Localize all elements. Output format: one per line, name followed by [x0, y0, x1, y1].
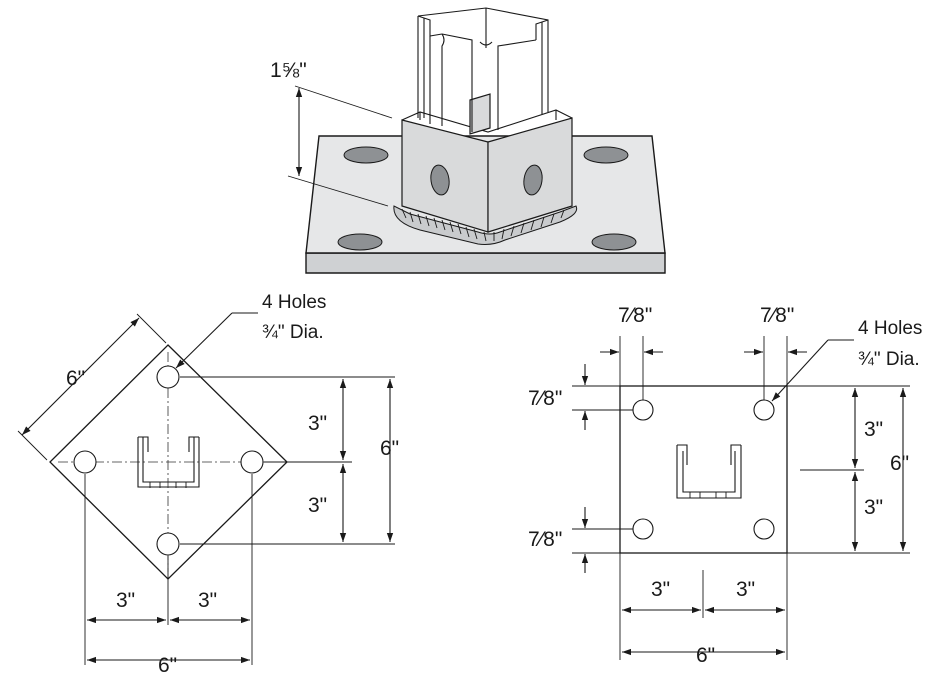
plate-hole — [343, 146, 389, 164]
post-hole — [523, 164, 543, 196]
bottom-right-dim-label: 3" — [736, 578, 755, 601]
left-bottom-edge-dim-label: 7⁄8" — [528, 528, 562, 551]
holes-callout-line1: 4 Holes — [858, 318, 922, 339]
extension-line — [287, 175, 389, 207]
plate-hole — [337, 233, 383, 251]
mounting-hole — [156, 532, 180, 556]
right-upper-dim-label: 3" — [864, 418, 883, 441]
mounting-hole — [156, 365, 180, 389]
base-plate-edge — [305, 252, 666, 274]
channel-outline — [676, 444, 742, 499]
plate-hole — [583, 146, 629, 164]
holes-callout-line2: ¾" Dia. — [262, 322, 324, 343]
left-top-edge-dim-label: 7⁄8" — [528, 387, 562, 410]
plate-hole — [591, 233, 637, 251]
right-total-dim-label: 6" — [380, 437, 399, 460]
mounting-hole — [753, 518, 775, 540]
top-right-edge-dim-label: 7⁄8" — [760, 304, 794, 327]
mounting-hole — [240, 450, 264, 474]
square-view: 7⁄8" 7⁄8" 7⁄8" 7⁄8" 4 Holes ¾" Dia. 3" 3… — [528, 304, 922, 667]
holes-callout-leader — [175, 312, 233, 369]
mounting-hole — [632, 518, 654, 540]
extension-line — [294, 85, 393, 119]
holes-callout-line2: ¾" Dia. — [858, 349, 920, 370]
bottom-left-dim-label: 3" — [651, 578, 670, 601]
holes-callout-leader — [771, 339, 829, 402]
bottom-total-dim-label: 6" — [696, 644, 715, 667]
post-back-flange — [469, 93, 491, 135]
strut-channel — [417, 7, 549, 132]
side-dim-line — [21, 317, 140, 436]
right-upper-dim-label: 3" — [308, 412, 327, 435]
right-total-dim-label: 6" — [890, 452, 909, 475]
side-dim-label: 6" — [66, 367, 85, 390]
holes-callout-line1: 4 Holes — [262, 292, 326, 313]
channel-outline — [137, 436, 200, 488]
bottom-left-dim-label: 3" — [116, 589, 135, 612]
mounting-hole — [753, 399, 775, 421]
mounting-hole — [73, 450, 97, 474]
bottom-right-dim-label: 3" — [198, 589, 217, 612]
thickness-dim-label: 1⅝" — [270, 59, 307, 82]
post-hole — [430, 164, 450, 196]
mounting-hole — [632, 399, 654, 421]
right-lower-dim-label: 3" — [864, 496, 883, 519]
right-lower-dim-label: 3" — [308, 494, 327, 517]
diamond-view: 6" 4 Holes ¾" Dia. 3" 3" 6" 3" 3" 6" — [17, 292, 399, 677]
top-left-edge-dim-label: 7⁄8" — [618, 304, 652, 327]
bottom-total-dim-label: 6" — [158, 654, 177, 677]
isometric-view: 1⅝" — [270, 7, 666, 274]
